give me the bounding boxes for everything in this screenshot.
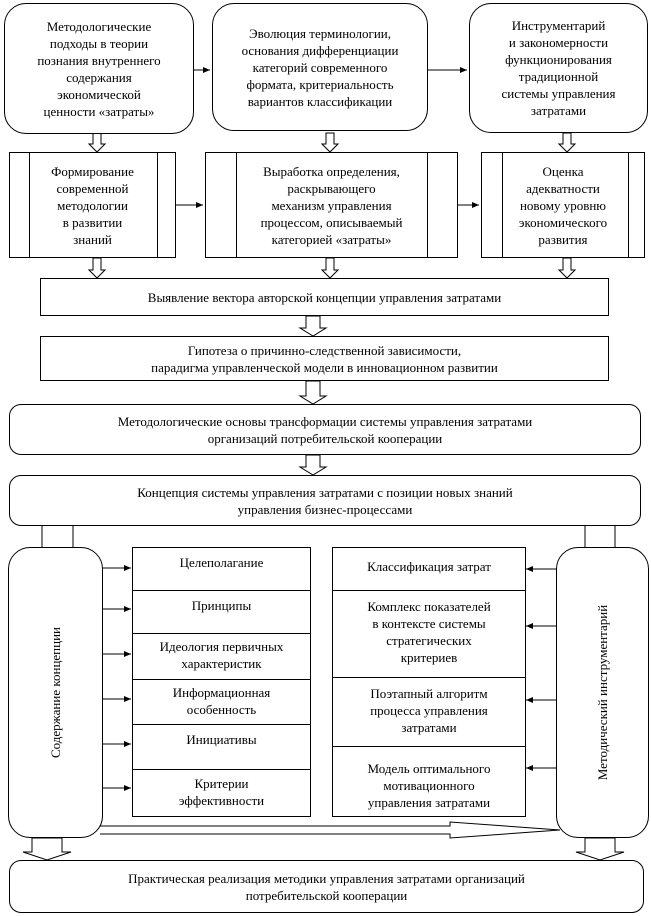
right-items-list: Классификация затрат Комплекс показателе… — [332, 547, 526, 817]
adequacy-box: Оценка адекватности новому уровню эконом… — [481, 152, 645, 258]
hypothesis-box: Гипотеза о причинно-следственной зависим… — [40, 336, 609, 381]
practical-implementation-box: Практическая реализация методики управле… — [9, 860, 644, 913]
list-item: Принципы — [133, 590, 310, 633]
list-item: Идеология первичных характеристик — [133, 633, 310, 679]
foundations-box: Методологические основы трансформации си… — [9, 404, 641, 455]
list-item: Классификация затрат — [367, 559, 491, 574]
box-text: Формирование современной методологии в р… — [51, 163, 134, 247]
hollow-arrow-down — [298, 454, 328, 476]
hollow-arrow-down — [320, 132, 340, 153]
hollow-arrow-down — [320, 257, 340, 279]
hollow-arrow-right — [100, 821, 561, 839]
list-item: Комплекс показателей в контексте системы… — [333, 590, 525, 677]
concept-box: Концепция системы управления затратами с… — [9, 475, 641, 526]
list-item: Информационная особенность — [133, 679, 310, 724]
terminology-evolution-box: Эволюция терминологии, основания диффере… — [212, 3, 428, 131]
definition-box: Выработка определения, раскрывающего мех… — [205, 152, 458, 258]
list-item: Поэтапный алгоритм процесса управления з… — [333, 677, 525, 746]
list-item: Критерии эффективности — [133, 769, 310, 817]
vertical-label: Содержание концепции — [48, 626, 64, 759]
tools-traditional-system-box: Инструментарий и закономерности функцион… — [469, 3, 648, 133]
hollow-arrow-down — [557, 132, 577, 153]
list-item: Инициативы — [133, 724, 310, 769]
list-item: Модель оптимального мотивационного управ… — [333, 746, 525, 817]
left-items-list: Целеполагание Принципы Идеология первичн… — [132, 547, 311, 817]
concept-content-box: Содержание концепции — [8, 547, 103, 838]
box-text: Выработка определения, раскрывающего мех… — [260, 163, 403, 247]
vertical-label: Методический инструментарий — [595, 604, 610, 781]
hollow-arrow-down — [298, 380, 328, 405]
hollow-arrow-down — [22, 837, 72, 861]
methodical-tools-box: Методический инструментарий — [556, 547, 649, 838]
list-item: Целеполагание — [179, 555, 264, 570]
hollow-arrow-down — [298, 315, 328, 337]
modern-methodology-box: Формирование современной методологии в р… — [9, 152, 176, 258]
vector-box: Выявление вектора авторской концепции уп… — [40, 278, 609, 316]
methodological-approaches-box: Методологические подходы в теории познан… — [4, 3, 194, 134]
hollow-arrow-down — [87, 257, 107, 279]
hollow-arrows-down — [22, 132, 625, 861]
hollow-arrow-down — [87, 132, 107, 153]
hollow-arrow-down — [557, 257, 577, 279]
hollow-arrow-down — [575, 837, 625, 861]
box-text: Оценка адекватности новому уровню эконом… — [518, 163, 608, 247]
